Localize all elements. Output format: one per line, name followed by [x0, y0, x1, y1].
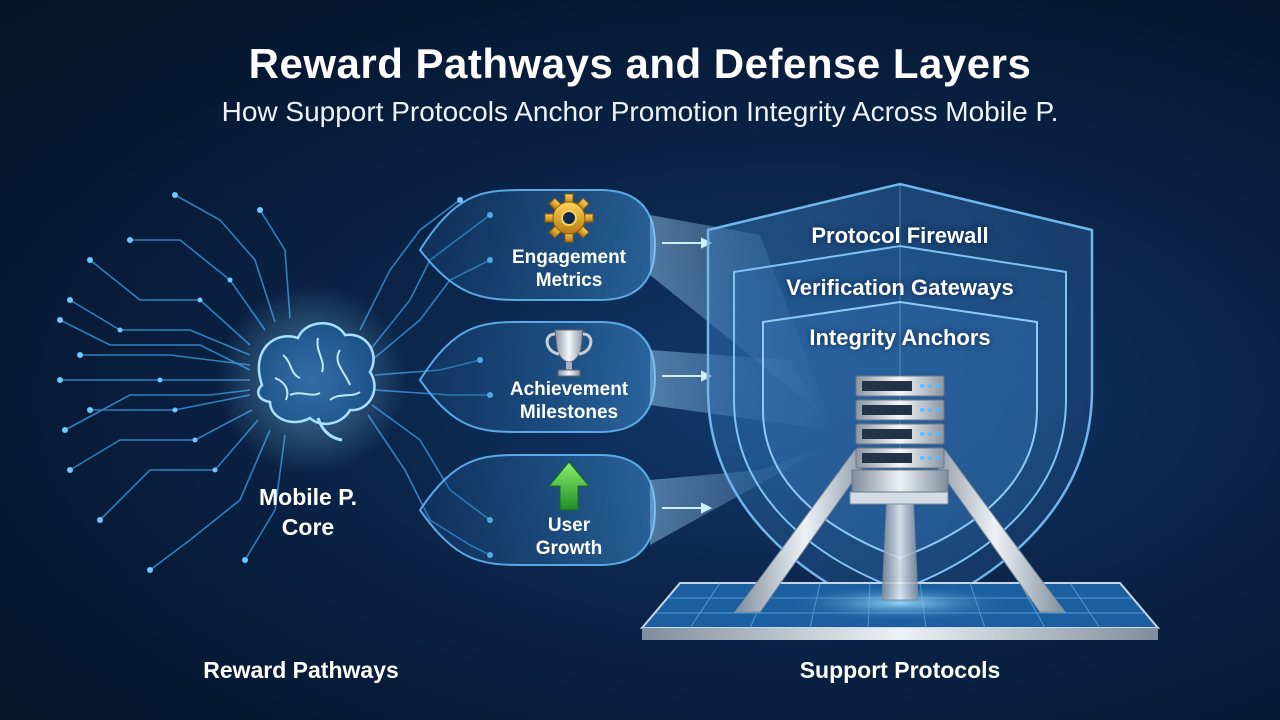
pathway-label-3: User Growth	[484, 514, 654, 560]
gear-icon	[544, 193, 594, 243]
pathway-arrows	[662, 237, 713, 514]
core-label-line2: Core	[281, 514, 335, 540]
core-label: Mobile P. Core	[218, 482, 398, 542]
pathway-3-line1: User	[547, 515, 591, 536]
pathway-2-line2: Milestones	[519, 402, 619, 423]
pathway-label-2: Achievement Milestones	[484, 378, 654, 424]
page-title: Reward Pathways and Defense Layers	[248, 40, 1032, 87]
brain-icon	[217, 285, 407, 475]
server-stack-icon	[849, 375, 949, 505]
pathway-1-line2: Metrics	[535, 270, 603, 291]
shield-layer-verification-gateways: Verification Gateways	[786, 275, 1014, 300]
footer-support-protocols: Support Protocols	[799, 657, 1001, 683]
core-label-line1: Mobile P.	[259, 484, 357, 510]
pathway-1-line1: Engagement	[511, 247, 627, 268]
pathway-2-line1: Achievement	[509, 379, 629, 400]
shield-layer-integrity-anchors: Integrity Anchors	[809, 325, 991, 350]
shield-layer-protocol-firewall: Protocol Firewall	[811, 223, 989, 248]
page-subtitle: How Support Protocols Anchor Promotion I…	[221, 96, 1059, 127]
trophy-icon	[545, 329, 593, 377]
pathway-3-line2: Growth	[535, 538, 603, 559]
pathway-label-1: Engagement Metrics	[484, 246, 654, 292]
footer-reward-pathways: Reward Pathways	[203, 657, 399, 683]
left-circuit-nodes	[57, 192, 263, 573]
up-arrow-icon	[547, 461, 591, 511]
